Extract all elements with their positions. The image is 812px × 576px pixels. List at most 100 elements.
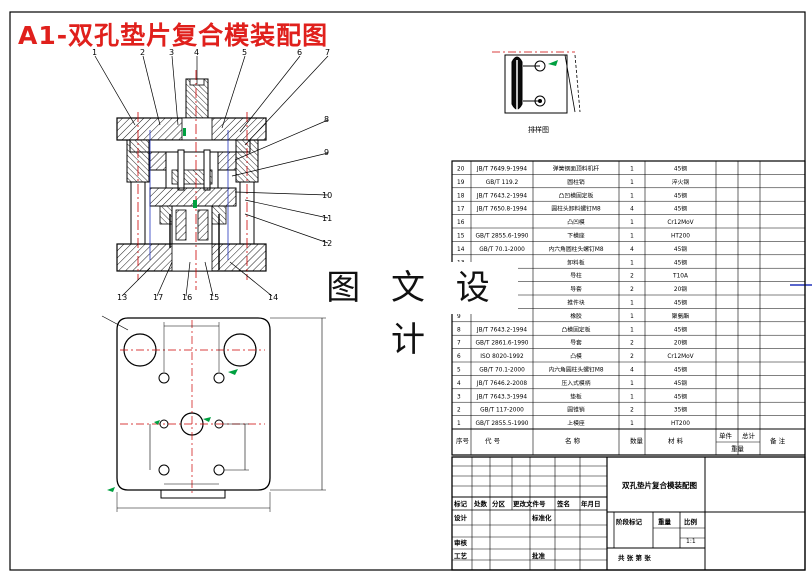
bom-cell-std: GB/T 2855.6-1990 <box>476 234 529 240</box>
process-label: 工艺 <box>454 551 468 560</box>
callout: 5 <box>242 48 247 57</box>
rev-label: 更改文件号 <box>513 499 546 508</box>
stage-mark-label: 阶段标记 <box>616 517 643 526</box>
bom-cell-material: 20钢 <box>674 339 687 347</box>
bom-cell-qty: 1 <box>630 314 634 320</box>
bom-cell-no: 1 <box>457 421 461 427</box>
leader-lines <box>94 55 329 297</box>
bom-cell-std: GB/T 117-2000 <box>480 408 524 414</box>
bom-cell-name: 导柱 <box>570 272 582 280</box>
callout: 4 <box>194 48 199 57</box>
bom-cell-qty: 2 <box>630 341 634 347</box>
callout-numbers: 1 2 3 4 5 6 7 8 9 10 11 12 13 17 16 15 1… <box>92 48 332 302</box>
bom-cell-name: 凸凹模 <box>567 218 585 226</box>
bom-cell-name: 压入式模柄 <box>562 379 591 387</box>
bom-header-name: 名 称 <box>565 436 581 445</box>
callout: 3 <box>169 48 174 57</box>
bom-cell-no: 4 <box>457 381 461 387</box>
bom-cell-name: 下模座 <box>567 232 585 240</box>
bom-cell-no: 20 <box>457 167 465 173</box>
bom-cell-no: 2 <box>457 408 461 414</box>
callout: 13 <box>117 293 127 302</box>
design-label: 设计 <box>454 513 468 522</box>
strip-label: 排样图 <box>528 125 549 134</box>
bom-cell-name: 导套 <box>570 285 582 293</box>
bom-cell-name: 圆柱头卸料螺钉M8 <box>551 205 601 213</box>
approve-label: 批准 <box>532 551 546 560</box>
bom-cell-name: 上模座 <box>567 419 585 427</box>
bom-cell-material: 45钢 <box>674 299 687 307</box>
bom-cell-no: 8 <box>457 327 461 333</box>
bom-cell-material: 45钢 <box>674 366 687 374</box>
bom-cell-qty: 4 <box>630 207 634 213</box>
rev-label: 处数 <box>473 499 488 508</box>
bom-cell-name: 弹簧钢面顶料机杆 <box>553 165 600 173</box>
bom-cell-qty: 1 <box>630 193 634 199</box>
callout: 12 <box>322 239 332 248</box>
bom-cell-qty: 1 <box>630 327 634 333</box>
bom-cell-material: Cr12MoV <box>667 220 693 226</box>
bom-cell-qty: 1 <box>630 220 634 226</box>
bom-cell-std: JB/T 7643.2-1994 <box>476 193 527 199</box>
bom-cell-name: 凸模固定板 <box>562 325 591 333</box>
bom-cell-std: JB/T 7649.9-1994 <box>476 167 527 173</box>
bom-header-std: 代 号 <box>485 436 501 445</box>
bom-cell-qty: 1 <box>630 301 634 307</box>
title-block-text: 双孔垫片复合模装配图 标记 处数 分区 更改文件号 签名 年月日 设计 标准化 … <box>453 480 698 562</box>
bom-cell-qty: 1 <box>630 167 634 173</box>
bom-cell-no: 5 <box>457 368 461 374</box>
bom-cell-name: 圆柱销 <box>567 178 585 186</box>
standardize-label: 标准化 <box>531 513 552 522</box>
bom-header-unit: 单件 <box>719 431 733 440</box>
bom-cell-no: 16 <box>457 220 465 226</box>
bom-cell-material: HT200 <box>671 421 690 427</box>
bom-cell-no: 14 <box>457 247 465 253</box>
bom-cell-qty: 1 <box>630 381 634 387</box>
bom-cell-no: 19 <box>457 180 465 186</box>
bom-cell-qty: 2 <box>630 287 634 293</box>
callout: 17 <box>153 293 163 302</box>
bom-cell-name: 凸凹模固定板 <box>559 191 594 199</box>
callout: 9 <box>324 148 329 157</box>
bom-cell-name: 卸料板 <box>567 258 585 266</box>
rev-label: 分区 <box>492 499 506 508</box>
sheets-label: 共 张 第 张 <box>618 553 651 562</box>
bom-cell-no: 7 <box>457 341 461 347</box>
review-label: 审核 <box>454 538 468 547</box>
callout: 1 <box>92 48 97 57</box>
bom-cell-material: 45钢 <box>674 191 687 199</box>
bom-cell-material: 淬火钢 <box>672 178 690 186</box>
bom-cell-qty: 2 <box>630 274 634 280</box>
bom-cell-material: 35钢 <box>674 406 687 414</box>
bom-cell-name: 凸模 <box>570 352 582 360</box>
punch-right <box>203 149 211 191</box>
bom-cell-std: ISO 8020-1992 <box>480 354 524 360</box>
bom-cell-material: 45钢 <box>674 165 687 173</box>
rev-label: 标记 <box>453 499 468 508</box>
bom-cell-material: Cr12MoV <box>667 354 693 360</box>
bom-header-weight: 重量 <box>731 445 745 453</box>
bom-cell-no: 6 <box>457 354 461 360</box>
bom-cell-name: 内六角圆柱头螺钉M8 <box>548 245 603 253</box>
callout: 15 <box>209 293 219 302</box>
bom-cell-no: 3 <box>457 394 461 400</box>
bom-cell-qty: 1 <box>630 394 634 400</box>
strip-layout: 排样图 <box>492 51 581 134</box>
bom-header: 序号 代 号 名 称 数量 材 料 单件 总计 重量 备 注 <box>456 431 786 453</box>
bom-cell-material: 聚氨酯 <box>672 312 690 320</box>
bom-cell-std: JB/T 7650.8-1994 <box>476 207 527 213</box>
bom-header-material: 材 料 <box>668 436 684 445</box>
plan-view <box>101 315 326 512</box>
drawing-title: A1-双孔垫片复合模装配图 <box>18 21 329 50</box>
bom-cell-qty: 4 <box>630 247 634 253</box>
watermark: 图 文 设 计 <box>308 262 518 360</box>
bom-cell-std: JB/T 7643.2-1994 <box>476 327 527 333</box>
bom-cell-no: 18 <box>457 193 465 199</box>
section-view <box>116 70 267 290</box>
bom-cell-name: 推件块 <box>567 299 585 307</box>
bom-cell-std: GB/T 70.1-2000 <box>479 247 525 253</box>
callout: 2 <box>140 48 145 57</box>
bom-cell-no: 17 <box>457 207 465 213</box>
bom-header-no: 序号 <box>456 436 470 445</box>
